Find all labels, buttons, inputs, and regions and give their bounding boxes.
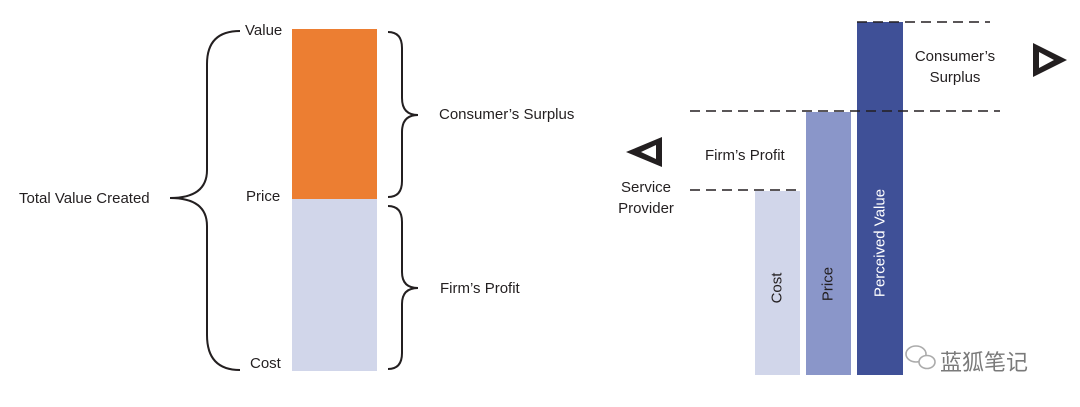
service-provider-eye-icon (626, 137, 662, 167)
cost-label: Cost (250, 355, 281, 372)
cost-bar (755, 191, 800, 375)
total-value-created-label: Total Value Created (19, 190, 150, 207)
price-label: Price (246, 188, 281, 205)
value-label: Value (245, 22, 283, 39)
service-provider-label: Service Provider (606, 179, 686, 218)
cost-bar-label: Cost (768, 272, 786, 304)
firm-profit-block (292, 199, 377, 371)
profit-brace (387, 205, 419, 370)
wechat-icon (905, 345, 936, 370)
surplus-brace (387, 31, 419, 198)
watermark-text: 蓝狐笔记 (940, 350, 1029, 375)
service-provider-line2: Provider (618, 200, 674, 217)
consumer-surplus-label: Consumer’s Surplus (439, 106, 575, 123)
right-consumer-surplus-label: Consumer’s Surplus (905, 48, 1005, 87)
consumer-surplus-block (292, 29, 377, 199)
consumer-eye-icon (1033, 43, 1067, 77)
right-firm-profit-label: Firm’s Profit (705, 147, 785, 164)
price-bar-label: Price (819, 266, 837, 302)
total-value-brace (169, 30, 241, 371)
right-consumer-surplus-line2: Surplus (929, 69, 981, 86)
firm-profit-label: Firm’s Profit (440, 280, 520, 297)
perceived-value-bar-label: Perceived Value (871, 188, 889, 298)
right-consumer-surplus-line1: Consumer’s (914, 48, 996, 65)
perceived-value-bar (857, 22, 903, 375)
service-provider-line1: Service (620, 179, 672, 196)
price-bar (806, 112, 851, 375)
